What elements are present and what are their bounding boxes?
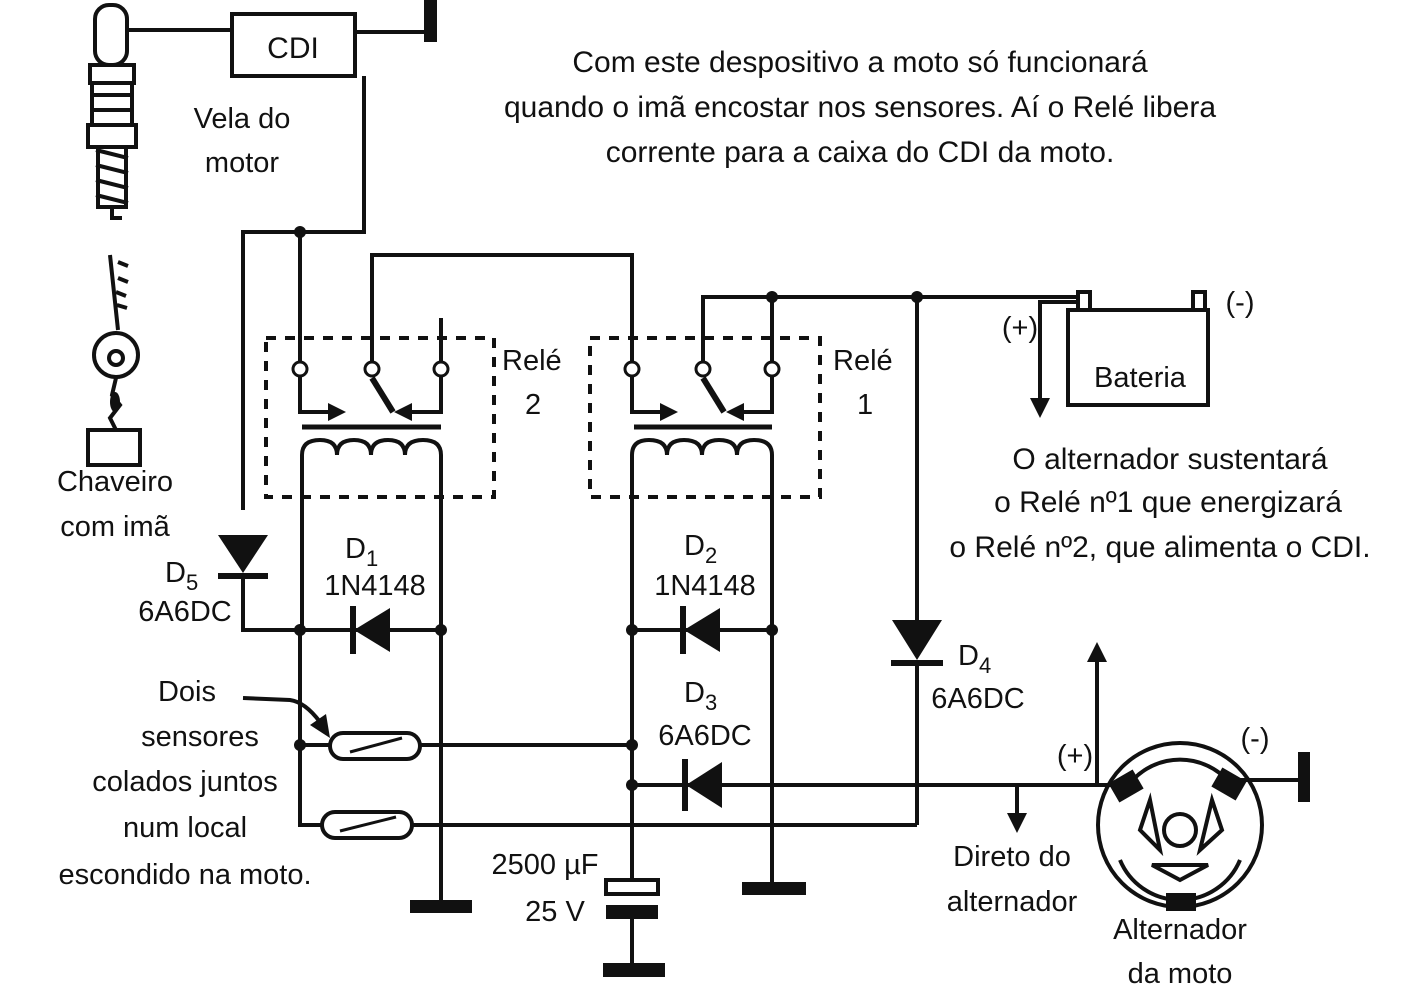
d4-label: D4 xyxy=(958,640,991,678)
alternator-label: Alternador xyxy=(1113,914,1247,946)
relay-2-number: 2 xyxy=(525,389,541,421)
arrow-down-icon xyxy=(1007,813,1027,833)
d1-part: 1N4148 xyxy=(324,570,426,602)
sensors-label-4: num local xyxy=(123,812,247,844)
sensor-pointer-arrow xyxy=(242,696,322,724)
d2-label: D2 xyxy=(684,530,717,568)
ground-icon xyxy=(1298,752,1310,802)
relay-2-label: Relé xyxy=(502,345,562,377)
alternator-label-2: da moto xyxy=(1128,958,1233,987)
ground-icon xyxy=(424,0,437,42)
d4-part: 6A6DC xyxy=(931,683,1025,715)
alternator-plus: (+) xyxy=(1057,740,1093,772)
spark-plug-label: Vela do xyxy=(194,103,291,135)
spark-plug-label-2: motor xyxy=(205,147,279,179)
reed-sensor-1 xyxy=(328,731,422,761)
direct-label-2: alternador xyxy=(947,886,1078,918)
battery-minus: (-) xyxy=(1226,287,1255,319)
relay-2-coil xyxy=(300,437,443,905)
relay-1-label: Relé xyxy=(833,345,893,377)
alternator-icon xyxy=(1096,741,1264,911)
d2-part: 1N4148 xyxy=(654,570,756,602)
arrow-down-icon xyxy=(1030,398,1050,418)
spark-plug-icon xyxy=(86,3,138,220)
diode-d4 xyxy=(892,620,942,660)
relay-2-box xyxy=(264,336,496,499)
relay-1-number: 1 xyxy=(857,389,873,421)
note-line-3: o Relé nº2, que alimenta o CDI. xyxy=(949,531,1370,564)
diode-d2 xyxy=(684,608,720,652)
diode-d5 xyxy=(218,535,268,579)
ground-icon xyxy=(603,963,665,977)
sensors-label: Dois xyxy=(158,676,216,708)
keychain-label: Chaveiro xyxy=(57,466,173,498)
keychain-label-2: com imã xyxy=(60,511,170,543)
sensors-label-2: sensores xyxy=(141,721,259,753)
ground-icon xyxy=(742,882,806,895)
key-icon xyxy=(86,254,142,467)
note-line-1: O alternador sustentará xyxy=(1012,443,1327,476)
d3-part: 6A6DC xyxy=(658,720,752,752)
alternator-minus: (-) xyxy=(1241,723,1270,755)
note-line-2: o Relé nº1 que energizará xyxy=(994,486,1342,519)
capacitor xyxy=(604,878,660,896)
battery-label: Bateria xyxy=(1094,362,1187,394)
diode-d3 xyxy=(686,762,722,808)
cdi-box xyxy=(230,12,357,78)
capacitor-voltage: 25 V xyxy=(525,896,585,928)
sensors-label-3: colados juntos xyxy=(92,766,277,798)
battery xyxy=(1066,308,1210,407)
arrow-up-icon xyxy=(1087,642,1107,662)
relay-1-coil xyxy=(630,437,774,888)
description-line-1: Com este despositivo a moto só funcionar… xyxy=(572,46,1148,79)
d3-label: D3 xyxy=(684,677,717,715)
description-line-2: quando o imã encostar nos sensores. Aí o… xyxy=(504,91,1216,124)
d1-label: D1 xyxy=(345,533,378,571)
cdi-label: CDI xyxy=(267,32,319,65)
d5-label: D5 xyxy=(165,557,198,595)
d5-part: 6A6DC xyxy=(138,596,232,628)
battery-plus: (+) xyxy=(1002,312,1038,344)
diode-d1 xyxy=(354,608,390,652)
direct-label: Direto do xyxy=(953,841,1071,873)
sensors-label-5: escondido na moto. xyxy=(58,859,311,891)
description-line-3: corrente para a caixa do CDI da moto. xyxy=(606,136,1115,169)
ground-icon xyxy=(410,900,472,913)
capacitor-value: 2500 µF xyxy=(492,849,599,881)
